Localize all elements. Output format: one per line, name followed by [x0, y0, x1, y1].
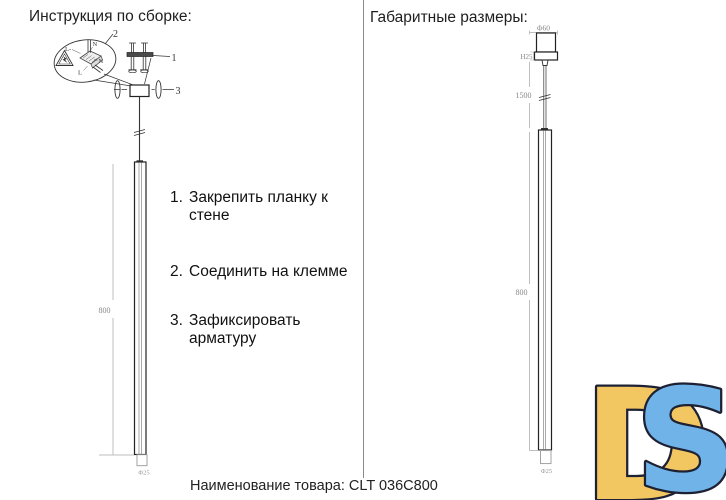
svg-text:1500: 1500 [516, 91, 532, 100]
logo-letter-d: D [583, 357, 711, 500]
svg-text:Φ60: Φ60 [537, 24, 550, 33]
lamp-tube [133, 160, 148, 467]
suspension-wire [133, 96, 146, 162]
instruction-step-1: 1. Закрепить планку к стене [170, 189, 328, 224]
terminal-block [71, 40, 104, 73]
svg-text:800: 800 [516, 288, 528, 297]
dimension-800-right: 800 [516, 132, 552, 451]
assembly-title: Инструкция по сборке: [29, 8, 192, 25]
ceiling-canopy [114, 80, 174, 99]
dimensions-diagram: Φ60 H25 1500 800 [516, 24, 559, 475]
terminal-detail-balloon: L- N N L [53, 33, 137, 87]
instruction-step-3: 3. Зафиксировать арматуру [170, 312, 301, 347]
instruction-list: 1. Закрепить планку к стене 2. Соединить… [170, 189, 375, 348]
dimension-1500: 1500 [516, 62, 532, 128]
callout-3: 3 [176, 86, 181, 97]
warning-triangle-icon [55, 49, 74, 66]
lamp-tube-right [537, 128, 553, 465]
product-name: Наименование товара: CLT 036C800 [190, 478, 438, 494]
terminal-label-n-right: N [99, 58, 104, 65]
mounting-bracket [126, 42, 171, 85]
dimension-h25: H25 [520, 51, 535, 61]
dimension-d25-right: Φ25 [541, 468, 552, 475]
terminal-label-n-top: N [93, 41, 98, 48]
instruction-step-2: 2. Соединить на клемме [170, 263, 348, 280]
callout-2: 2 [113, 29, 118, 40]
ds-logo: D S [581, 355, 726, 500]
dimension-d25-left: Φ25 [138, 470, 149, 477]
terminal-label-l-top: L- [65, 46, 71, 53]
terminal-label-l-bottom: L [78, 70, 82, 77]
svg-text:800: 800 [99, 306, 111, 315]
panel-divider [363, 0, 364, 478]
suspension-wire-right [538, 65, 551, 130]
logo-letter-s: S [635, 359, 726, 500]
dimensions-title: Габаритные размеры: [370, 9, 528, 26]
svg-text:H25: H25 [520, 53, 533, 61]
callout-1: 1 [172, 53, 177, 64]
dimension-800-left: 800 [99, 164, 134, 456]
canopy-right [533, 32, 559, 66]
assembly-diagram: L- N N L 2 1 3 [53, 29, 181, 477]
